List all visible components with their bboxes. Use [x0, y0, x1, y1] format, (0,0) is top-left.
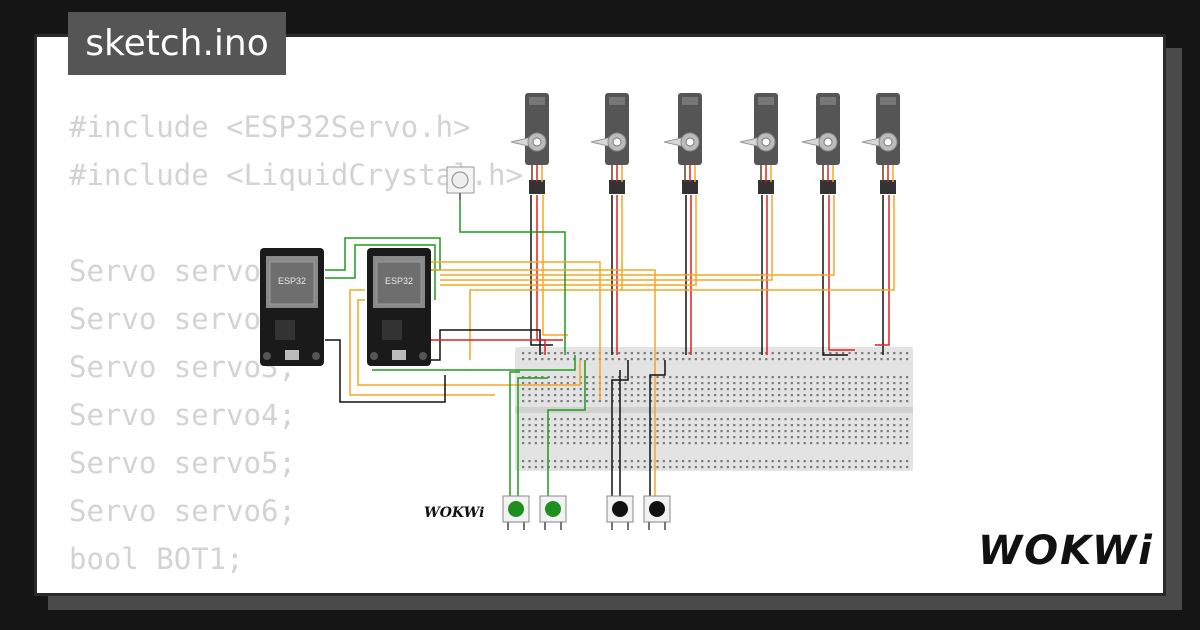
breadboard[interactable]: [515, 347, 913, 471]
push-button[interactable]: [606, 495, 634, 530]
push-button[interactable]: [502, 495, 530, 530]
wokwi-logo: WOKWi: [978, 528, 1154, 574]
servo-motor[interactable]: [739, 93, 778, 194]
push-buttons: [502, 495, 671, 530]
code-line: Servo servo6;: [69, 494, 296, 528]
servo-motor[interactable]: [510, 93, 549, 194]
code-line: Servo servo4;: [69, 398, 296, 432]
push-button[interactable]: [539, 495, 567, 530]
push-button[interactable]: [643, 495, 671, 530]
wokwi-small-logo: WOKWi: [424, 505, 485, 521]
code-line: bool BOT2;: [69, 583, 523, 593]
esp32-board-1[interactable]: ESP32: [260, 248, 324, 366]
servo-motor[interactable]: [801, 93, 840, 194]
servos: [510, 93, 900, 194]
servo-motor[interactable]: [590, 93, 629, 194]
esp32-label: ESP32: [278, 276, 306, 286]
breadboard-holes: [522, 352, 909, 469]
wires: [325, 190, 895, 500]
esp32-board-2[interactable]: ESP32: [367, 248, 431, 366]
filename-tab[interactable]: sketch.ino: [68, 12, 286, 75]
esp32-label: ESP32: [385, 276, 413, 286]
potentiometer[interactable]: [446, 166, 475, 200]
code-line: bool BOT1;: [69, 542, 244, 576]
code-background: #include <ESP32Servo.h> #include <Liquid…: [69, 103, 523, 593]
servo-motor[interactable]: [663, 93, 702, 194]
servo-motor[interactable]: [861, 93, 900, 194]
code-line: #include <ESP32Servo.h>: [69, 110, 471, 144]
code-line: Servo servo5;: [69, 446, 296, 480]
